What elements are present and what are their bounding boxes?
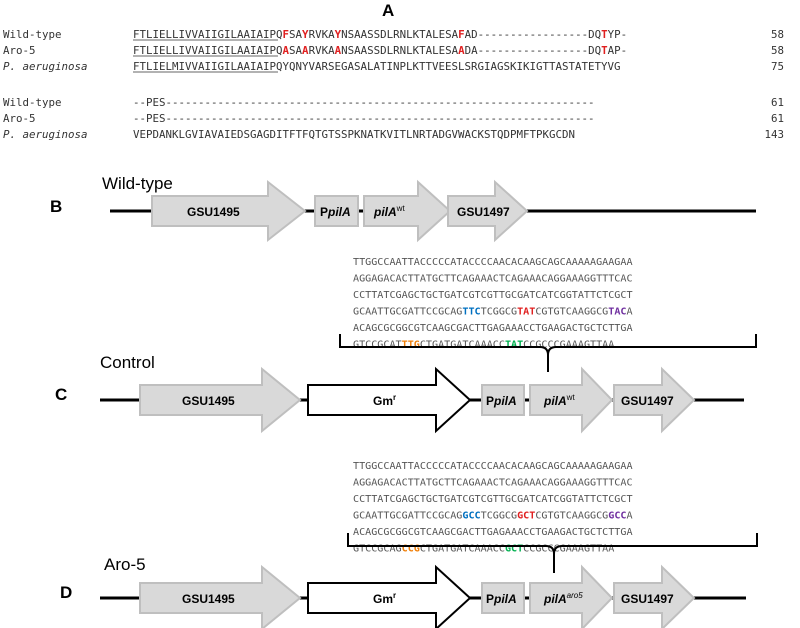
panel-label-d: D [60,583,72,602]
gene-gsu1495-b: GSU1495 [151,179,307,243]
panel-label-b: B [50,197,62,216]
alignment-row-sequence: --PES-----------------------------------… [133,112,595,125]
gene-pila-wt-b: pilAwt [363,179,452,243]
dna-sequence-line: TTGGCCAATTACCCCCATACCCCAACACAAGCAGCAAAAA… [353,461,633,472]
promoter-pila-d: PpilA [481,582,525,614]
panel-d-title: Aro-5 [104,555,146,574]
gene-pila-wt-c: pilAwt [529,366,614,434]
gene-label: pilAwt [373,204,405,219]
gene-label: pilAwt [543,393,575,408]
alignment-row-end: 61 [771,112,784,125]
gene-gsu1495-c: GSU1495 [139,366,302,434]
gene-label: GSU1497 [621,592,674,606]
panel-d-sequence: TTGGCCAATTACCCCCATACCCCAACACAAGCAGCAAAAA… [353,461,633,555]
alignment-row-sequence: --PES-----------------------------------… [133,96,595,109]
promoter-label: PpilA [486,592,517,606]
alignment-row-sequence: VEPDANKLGVIAVAIEDSGAGDITFTFQTGTSSPKNATKV… [133,128,575,141]
alignment-block-1: Wild-type FTLIELLIVVAIIGILAAIAIPQFSAYRVKA… [3,28,784,73]
gene-label: GSU1495 [187,205,240,219]
gene-gentamicin-resistance-d: Gmr [307,564,472,628]
alignment-block-2: Wild-type --PES--------------------------… [3,96,784,141]
gene-label: GSU1497 [621,394,674,408]
gene-label: GSU1497 [457,205,510,219]
alignment-row-sequence: FTLIELLIVVAIIGILAAIAIPQASAARVKAANSAASSDL… [133,44,627,57]
gene-gentamicin-resistance-c: Gmr [307,366,472,434]
dna-sequence-line: GTCCGCAGCCGCTGATGATCAAACCGCTCCGCCCGAAAGT… [353,544,614,555]
alignment-row-name: Aro-5 [3,44,36,57]
alignment-row-sequence: FTLIELMIVVAIIGILAAIAIPQYQNYVARSEGASALATI… [133,60,621,73]
alignment-row-name: P. aeruginosa [3,60,88,73]
promoter-pila-b: PpilA [314,195,359,227]
alignment-row-name: Aro-5 [3,112,36,125]
gene-label: GSU1495 [182,394,235,408]
panel-c-title: Control [100,353,155,372]
panel-c-bracket [339,334,757,372]
dna-sequence-line: CCTTATCGAGCTGCTGATCGTCGTTGCGATCATCGGTATT… [353,290,633,301]
dna-sequence-line: GCAATTGCGATTCCGCAGGCCTCGGCGGCTCGTGTCAAGG… [353,511,633,522]
dna-sequence-line: CCTTATCGAGCTGCTGATCGTCGTTGCGATCATCGGTATT… [353,494,633,505]
promoter-pila-c: PpilA [481,384,525,416]
gene-label: GSU1495 [182,592,235,606]
gene-pila-aro5-d: pilAaro5 [529,564,614,628]
gene-gsu1497-d: GSU1497 [613,564,696,628]
panel-label-a: A [382,1,394,20]
alignment-row-end: 58 [771,44,784,57]
promoter-label: PpilA [320,205,351,219]
dna-sequence-line: GCAATTGCGATTCCGCAGTTCTCGGCGTATCGTGTCAAGG… [353,307,633,318]
alignment-row-end: 75 [771,60,784,73]
dna-sequence-line: AGGAGACACTTATGCTTCAGAAACTCAGAAACAGGAAAGG… [353,478,633,489]
gene-gsu1497-c: GSU1497 [613,366,696,434]
dna-sequence-line: GTCCGCATTTGCTGATGATCAAACCTATCCGCCCGAAAGT… [353,340,614,351]
alignment-row-end: 61 [771,96,784,109]
gene-gsu1495-d: GSU1495 [139,564,302,628]
gene-label: Gmr [373,393,396,408]
gene-label: Gmr [373,591,396,606]
promoter-label: PpilA [486,394,517,408]
alignment-row-end: 143 [764,128,784,141]
alignment-row-sequence: FTLIELLIVVAIIGILAAIAIPQFSAYRVKAYNSAASSDL… [133,28,627,41]
dna-sequence-line: ACAGCGCGGCGTCAAGCGACTTGAGAAACCTGAAGACTGC… [353,527,633,538]
alignment-row-end: 58 [771,28,784,41]
dna-sequence-line: AGGAGACACTTATGCTTCAGAAACTCAGAAACAGGAAAGG… [353,274,633,285]
alignment-row-name: Wild-type [3,96,62,109]
gene-label: pilAaro5 [543,591,583,606]
panel-d-bracket [347,533,758,573]
dna-sequence-line: TTGGCCAATTACCCCCATACCCCAACACAAGCAGCAAAAA… [353,257,633,268]
panel-b-title: Wild-type [102,174,173,193]
panel-c-sequence: TTGGCCAATTACCCCCATACCCCAACACAAGCAGCAAAAA… [353,257,633,351]
panel-label-c: C [55,385,67,404]
gene-gsu1497-b: GSU1497 [447,179,529,243]
dna-sequence-line: ACAGCGCGGCGTCAAGCGACTTGAGAAACCTGAAGACTGC… [353,323,633,334]
alignment-row-name: P. aeruginosa [3,128,88,141]
alignment-row-name: Wild-type [3,28,62,41]
